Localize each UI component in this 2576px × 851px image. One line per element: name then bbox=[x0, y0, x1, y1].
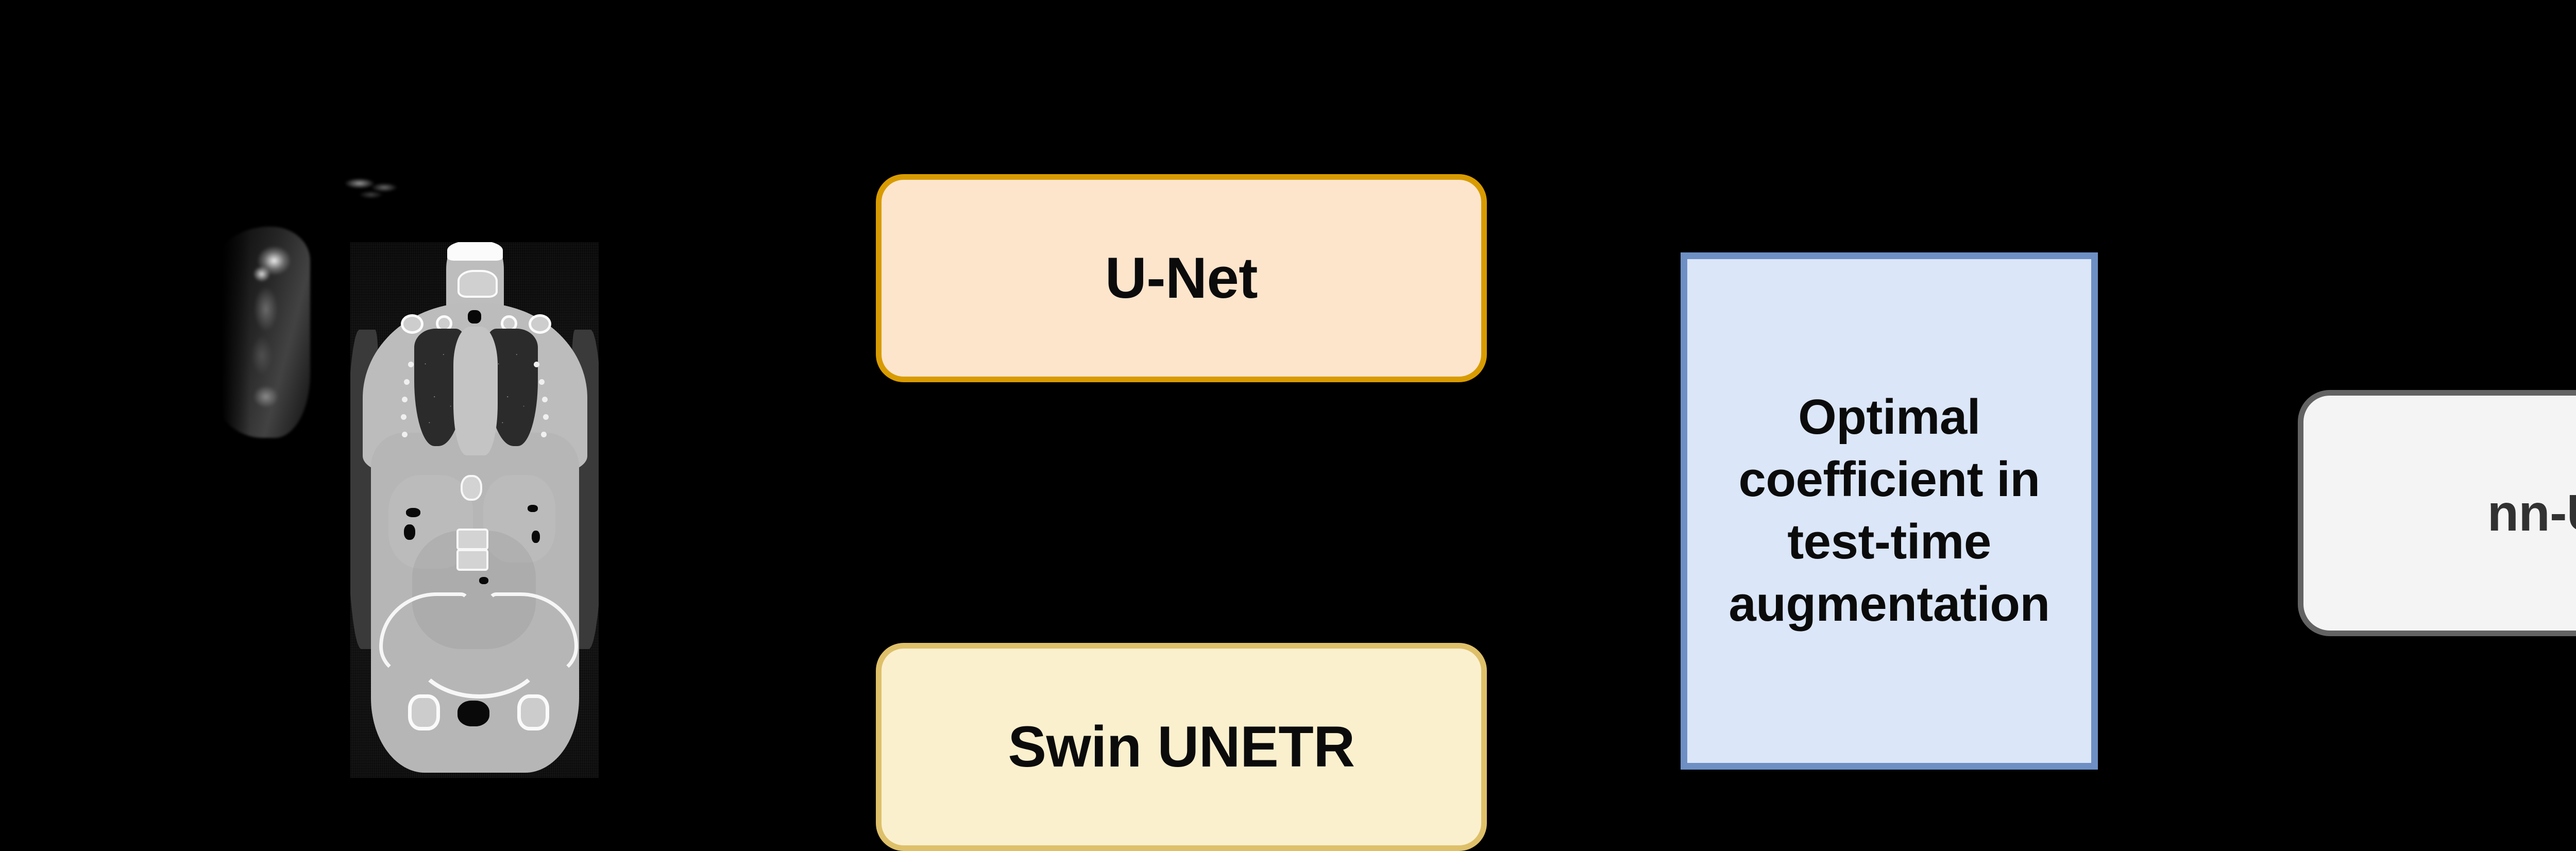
ct-rib bbox=[404, 379, 410, 385]
ct-femoral-head-right bbox=[517, 694, 549, 730]
swin-unetr-label: Swin UNETR bbox=[1008, 714, 1355, 779]
ct-iliac-wing-right bbox=[488, 592, 578, 677]
ct-clavicle-right bbox=[529, 314, 551, 334]
nn-unet-box[interactable]: nn-Unet bbox=[2298, 390, 2576, 636]
ct-clavicle-left bbox=[401, 314, 423, 334]
swin-unetr-box[interactable]: Swin UNETR bbox=[876, 643, 1487, 851]
ct-lumbar-vertebra bbox=[456, 529, 488, 550]
unet-label: U-Net bbox=[1105, 246, 1258, 311]
ct-rib bbox=[402, 397, 408, 402]
pet-edge-fade bbox=[222, 223, 332, 441]
ct-rib bbox=[539, 379, 545, 385]
ct-bowel-gas bbox=[406, 508, 420, 517]
ct-rib bbox=[543, 414, 549, 420]
ct-bowel-gas bbox=[404, 524, 415, 540]
ct-rib bbox=[402, 432, 408, 437]
ct-cervical-vertebra bbox=[457, 270, 498, 298]
ct-bowel-gas bbox=[532, 531, 540, 543]
ct-mediastinum bbox=[453, 327, 498, 455]
ct-rectal-gas bbox=[457, 701, 489, 726]
ct-iliac-wing-left bbox=[379, 592, 469, 677]
pet-fragment-scan bbox=[330, 164, 404, 207]
unet-box[interactable]: U-Net bbox=[876, 174, 1487, 382]
ct-rib bbox=[401, 414, 406, 420]
ct-mandible bbox=[447, 242, 503, 261]
ct-rib bbox=[542, 397, 548, 402]
nn-unet-label: nn-Unet bbox=[2487, 484, 2576, 542]
ct-coronal-scan bbox=[350, 242, 599, 778]
optimal-coefficient-box[interactable]: Optimal coefficient in test-time augment… bbox=[1681, 252, 2098, 770]
ct-rib bbox=[408, 362, 414, 367]
ct-lumbar-vertebra bbox=[456, 549, 488, 571]
ct-femoral-head-left bbox=[408, 694, 440, 730]
pet-sagittal-scan bbox=[222, 223, 332, 441]
ct-spleen bbox=[483, 475, 555, 563]
pet-fragment-tissue bbox=[333, 172, 403, 204]
ct-lumbar-vertebra bbox=[461, 475, 482, 501]
ct-bowel-gas bbox=[479, 577, 488, 584]
ct-rib bbox=[541, 432, 547, 437]
ct-rib bbox=[534, 362, 539, 367]
ct-bowel-gas bbox=[528, 505, 538, 512]
ct-trachea bbox=[468, 310, 481, 324]
ct-pubic-arch bbox=[411, 639, 547, 699]
optimal-coefficient-label: Optimal coefficient in test-time augment… bbox=[1728, 389, 2050, 632]
